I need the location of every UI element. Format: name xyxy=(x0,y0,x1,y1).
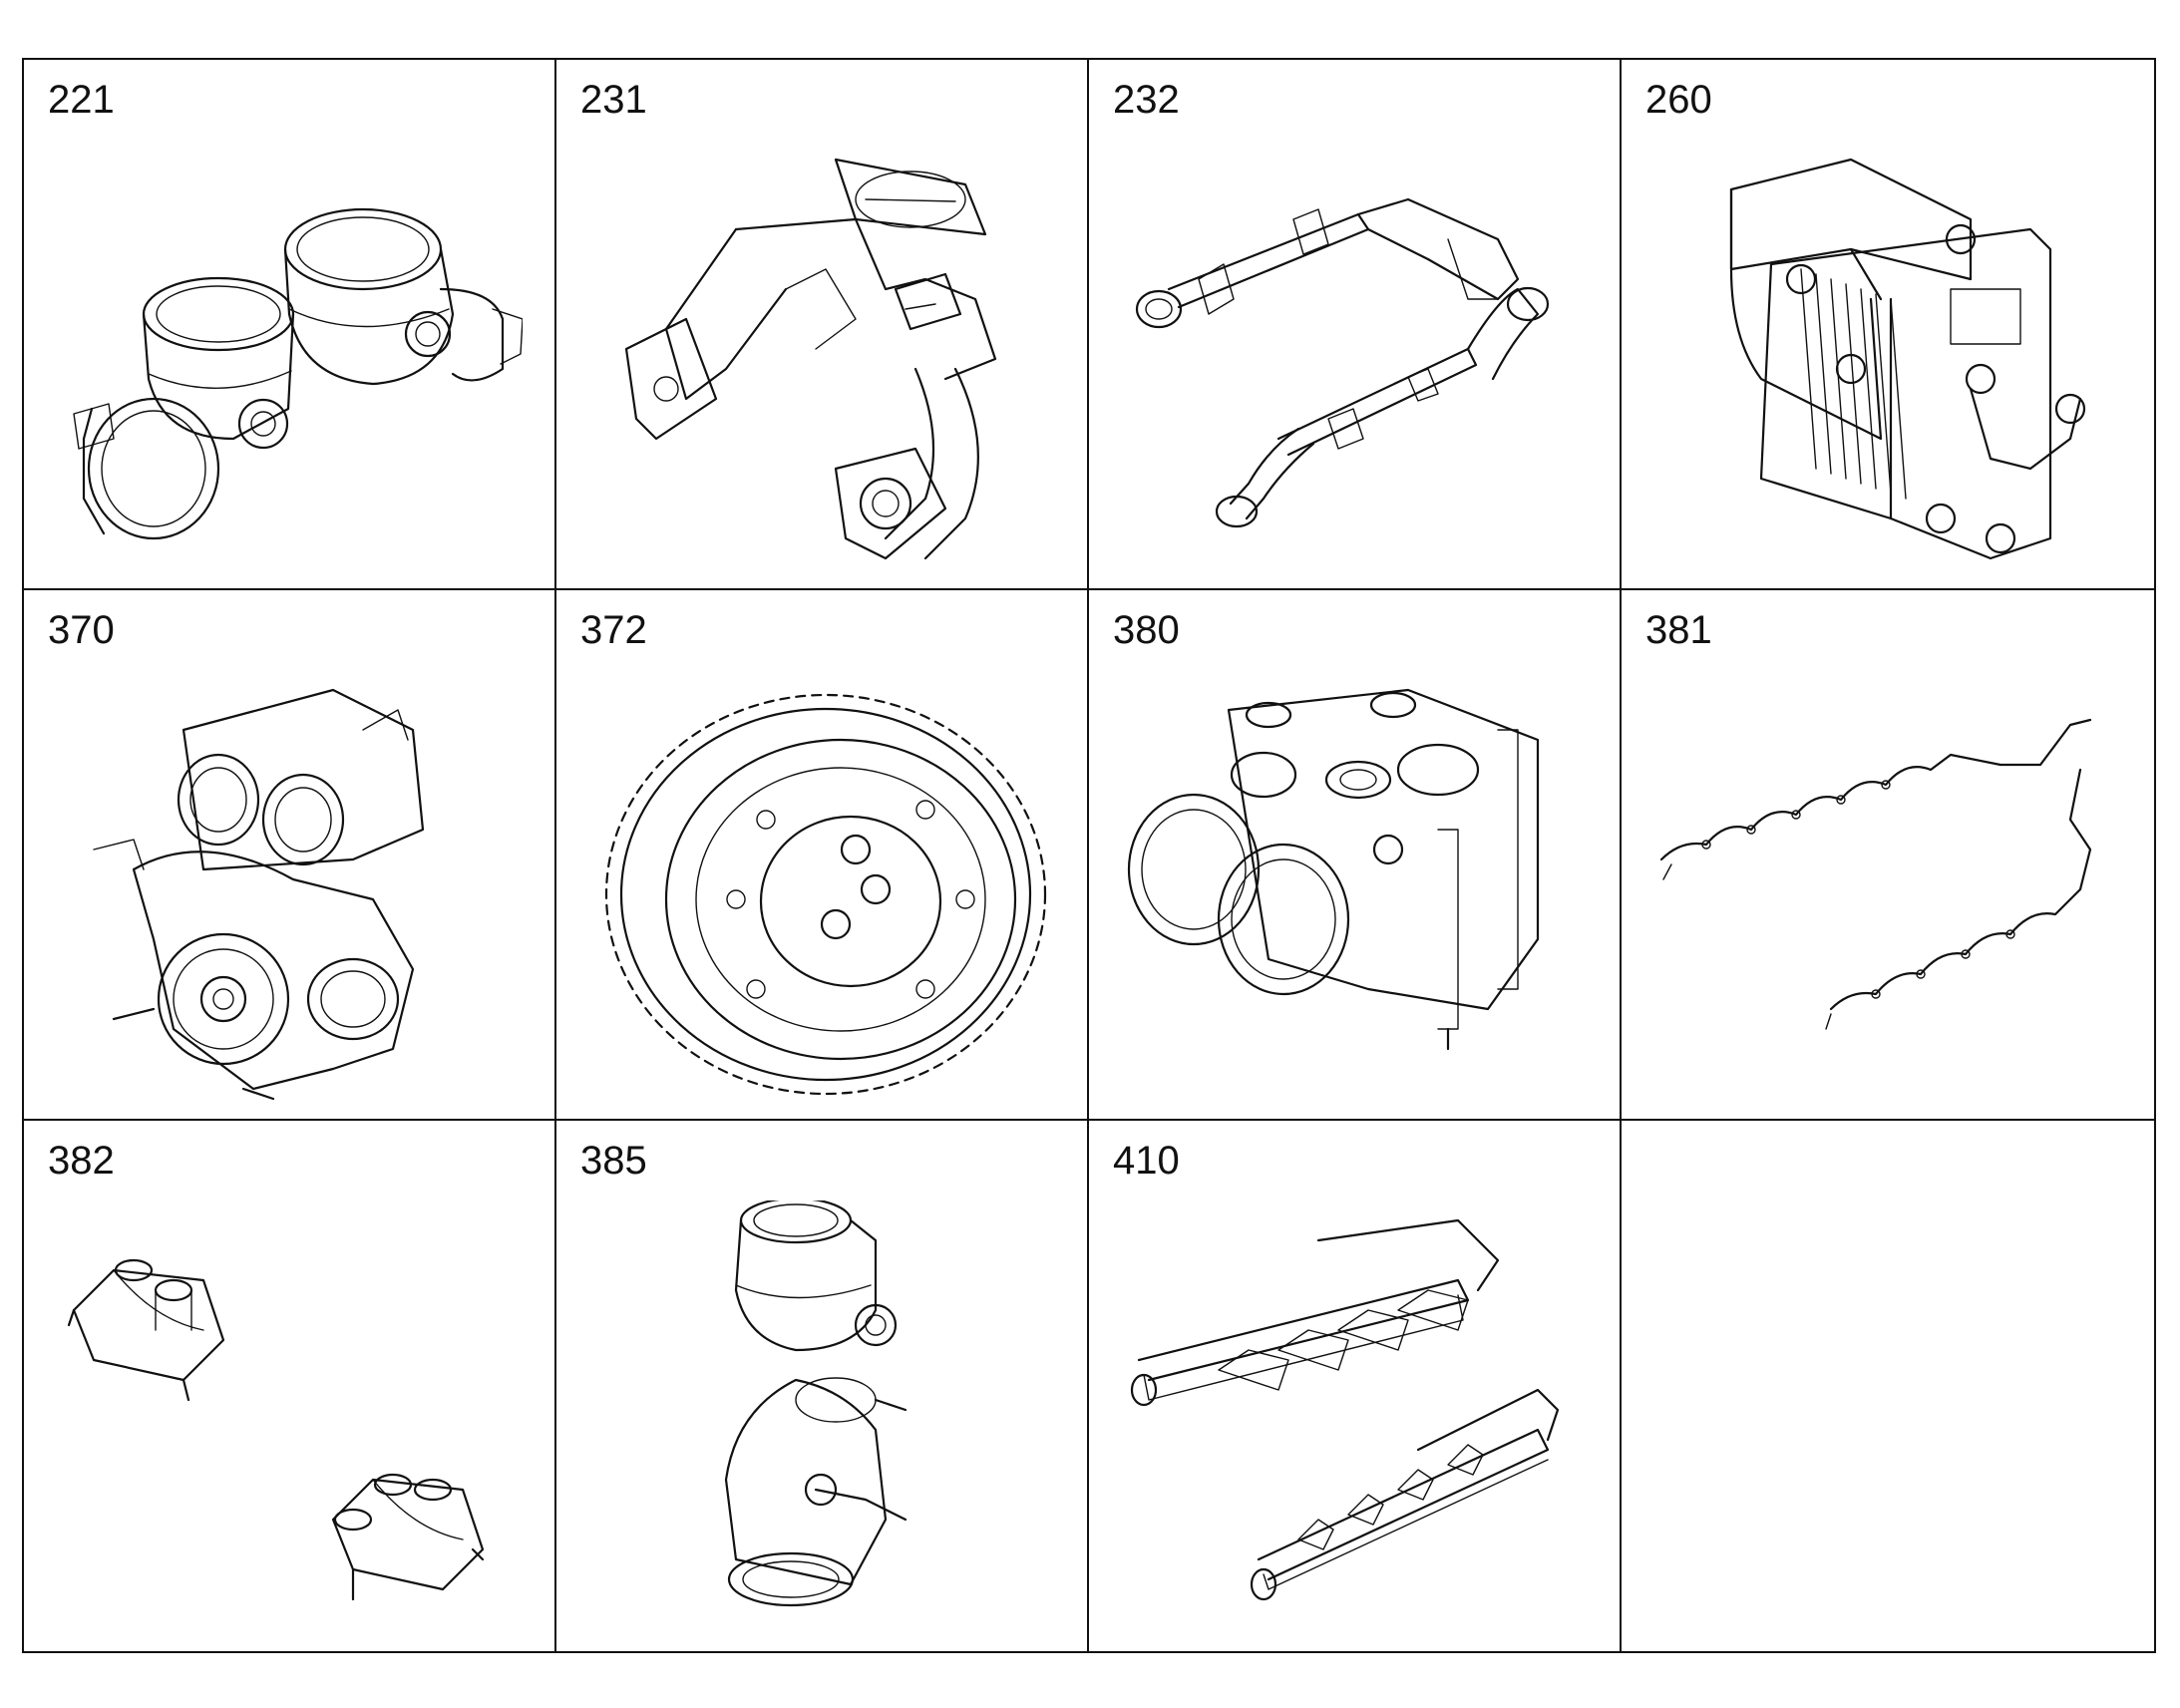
intake-elbows-icon xyxy=(54,140,523,578)
part-cell-385[interactable]: 385 xyxy=(556,1121,1089,1651)
part-number: 221 xyxy=(48,78,115,122)
empty-cell xyxy=(1622,1121,2154,1651)
part-number: 260 xyxy=(1645,78,1712,122)
pipe-assembly-icon xyxy=(1119,140,1588,578)
part-number: 410 xyxy=(1113,1139,1180,1183)
part-cell-380[interactable]: 380 xyxy=(1089,590,1622,1121)
part-number: 372 xyxy=(580,608,647,652)
part-number: 382 xyxy=(48,1139,115,1183)
part-cell-232[interactable]: 232 xyxy=(1089,60,1622,590)
part-cell-372[interactable]: 372 xyxy=(556,590,1089,1121)
part-cell-382[interactable]: 382 xyxy=(24,1121,556,1651)
part-cell-370[interactable]: 370 xyxy=(24,590,556,1121)
exhaust-manifolds-icon xyxy=(1119,1200,1588,1639)
part-cell-381[interactable]: 381 xyxy=(1622,590,2154,1121)
elbow-connector-icon xyxy=(586,1200,1055,1639)
part-number: 385 xyxy=(580,1139,647,1183)
part-cell-231[interactable]: 231 xyxy=(556,60,1089,590)
part-number: 380 xyxy=(1113,608,1180,652)
part-number: 232 xyxy=(1113,78,1180,122)
wiring-harness-icon xyxy=(1651,670,2120,1109)
pump-assembly-icon xyxy=(54,670,523,1109)
part-cell-260[interactable]: 260 xyxy=(1622,60,2154,590)
pump-housing-icon xyxy=(1119,670,1588,1109)
part-number: 370 xyxy=(48,608,115,652)
part-cell-410[interactable]: 410 xyxy=(1089,1121,1622,1651)
part-number: 231 xyxy=(580,78,647,122)
throttle-housing-icon xyxy=(586,140,1055,578)
gear-icon xyxy=(586,670,1055,1109)
part-cell-221[interactable]: 221 xyxy=(24,60,556,590)
cooler-icon xyxy=(1651,140,2120,578)
part-number: 381 xyxy=(1645,608,1712,652)
valve-covers-icon xyxy=(54,1200,523,1639)
parts-grid: 221 xyxy=(22,58,2156,1653)
